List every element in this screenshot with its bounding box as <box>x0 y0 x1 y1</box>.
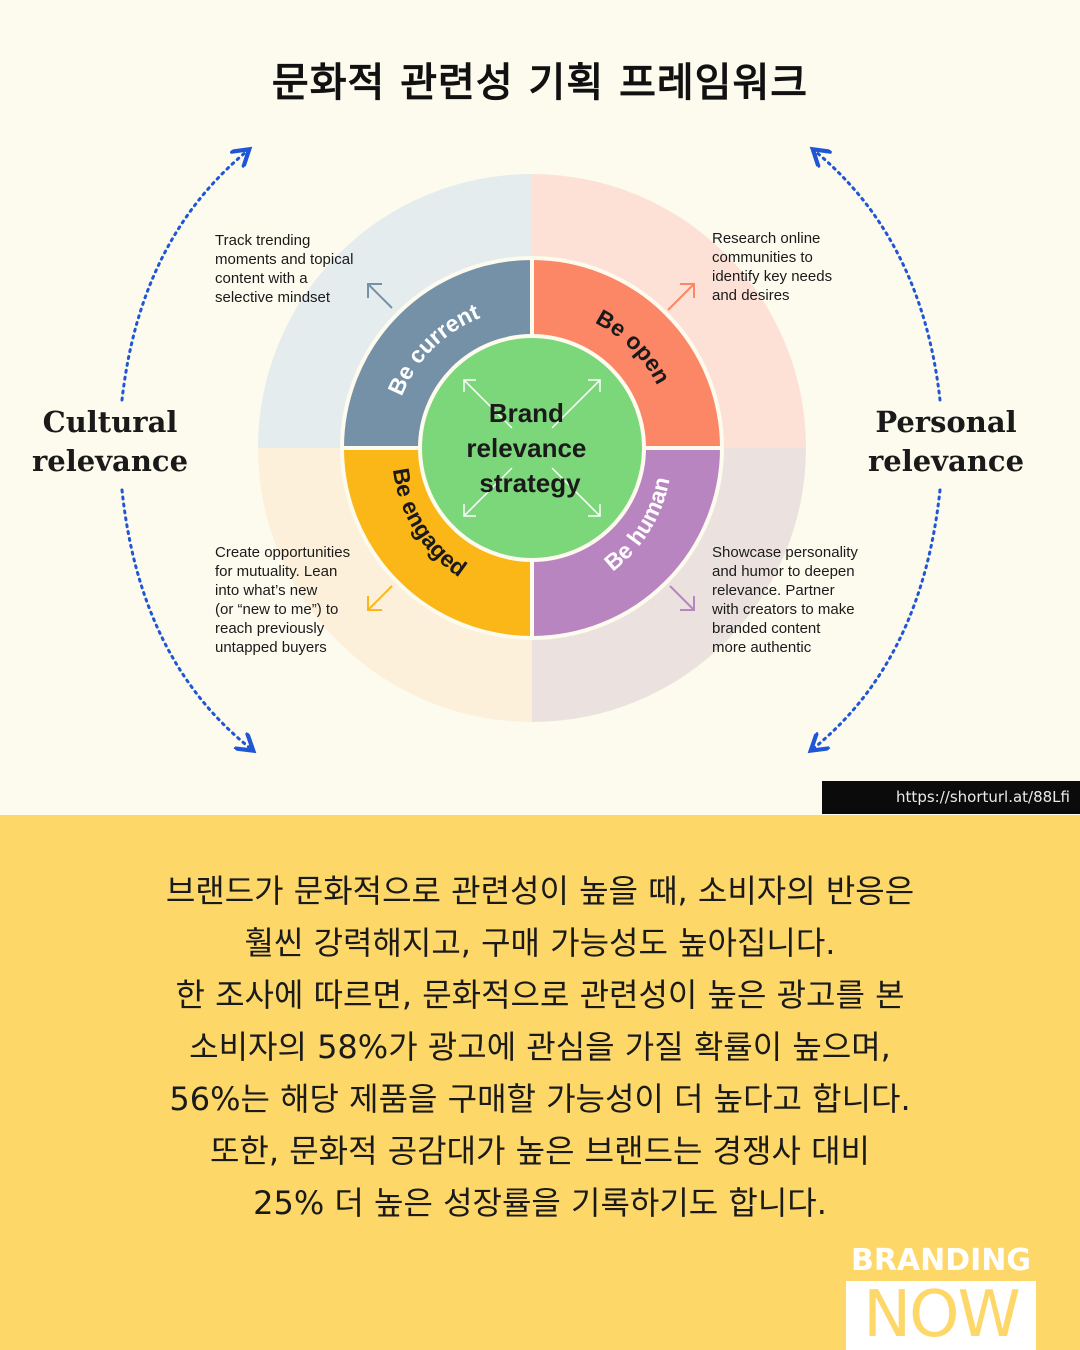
body-line: 훨씬 강력해지고, 구매 가능성도 높아집니다. <box>244 924 836 962</box>
center-label: Brand relevance strategy <box>466 398 593 498</box>
page-title: 문화적 관련성 기획 프레임워크 <box>271 60 809 106</box>
body-line: 한 조사에 따르면, 문화적으로 관련성이 높은 광고를 본 <box>175 976 905 1014</box>
body-line: 25% 더 높은 성장률을 기록하기도 합니다. <box>253 1184 827 1222</box>
left-dotted-arrow-bottom <box>120 488 250 748</box>
body-text: 브랜드가 문화적으로 관련성이 높을 때, 소비자의 반응은 훨씬 강력해지고,… <box>0 865 1080 1229</box>
cultural-relevance-label: Cultural relevance <box>31 405 189 478</box>
body-line: 소비자의 58%가 광고에 관심을 가질 확률이 높으며, <box>189 1028 891 1066</box>
description-section: 브랜드가 문화적으로 관련성이 높을 때, 소비자의 반응은 훨씬 강력해지고,… <box>0 815 1080 1350</box>
body-line: 브랜드가 문화적으로 관련성이 높을 때, 소비자의 반응은 <box>165 872 915 910</box>
diagram-section: 문화적 관련성 기획 프레임워크 <box>31 0 1080 815</box>
arrow-top-left <box>367 283 393 309</box>
right-dotted-arrow-top <box>816 152 942 402</box>
arrow-bottom-right <box>669 585 695 611</box>
arrow-bottom-left <box>367 585 393 611</box>
branding-now-logo: BRANDING NOW <box>846 1243 1036 1350</box>
note-top-right: Research online communities to identify … <box>712 230 833 304</box>
source-url[interactable]: https://shorturl.at/88Lfi <box>822 781 1080 814</box>
note-bottom-right: Showcase personality and humor to deepen… <box>712 544 858 656</box>
personal-relevance-label: Personal relevance <box>867 405 1025 478</box>
left-dotted-arrow-top <box>120 152 246 402</box>
framework-diagram: Brand relevance strategy Be current Be o… <box>120 0 942 815</box>
note-top-left: Track trending moments and topical conte… <box>215 232 354 306</box>
arrow-top-right <box>667 283 695 311</box>
body-line: 또한, 문화적 공감대가 높은 브랜드는 경쟁사 대비 <box>209 1132 870 1170</box>
note-bottom-left: Create opportunities for mutuality. Lean… <box>215 544 351 656</box>
body-line: 56%는 해당 제품을 구매할 가능성이 더 높다고 합니다. <box>169 1080 911 1118</box>
logo-bottom-text: NOW <box>863 1278 1021 1350</box>
logo-top-text: BRANDING <box>850 1243 1032 1278</box>
right-dotted-arrow-bottom <box>814 488 942 748</box>
center-arrows <box>463 379 601 517</box>
logo-box <box>846 1281 1036 1350</box>
